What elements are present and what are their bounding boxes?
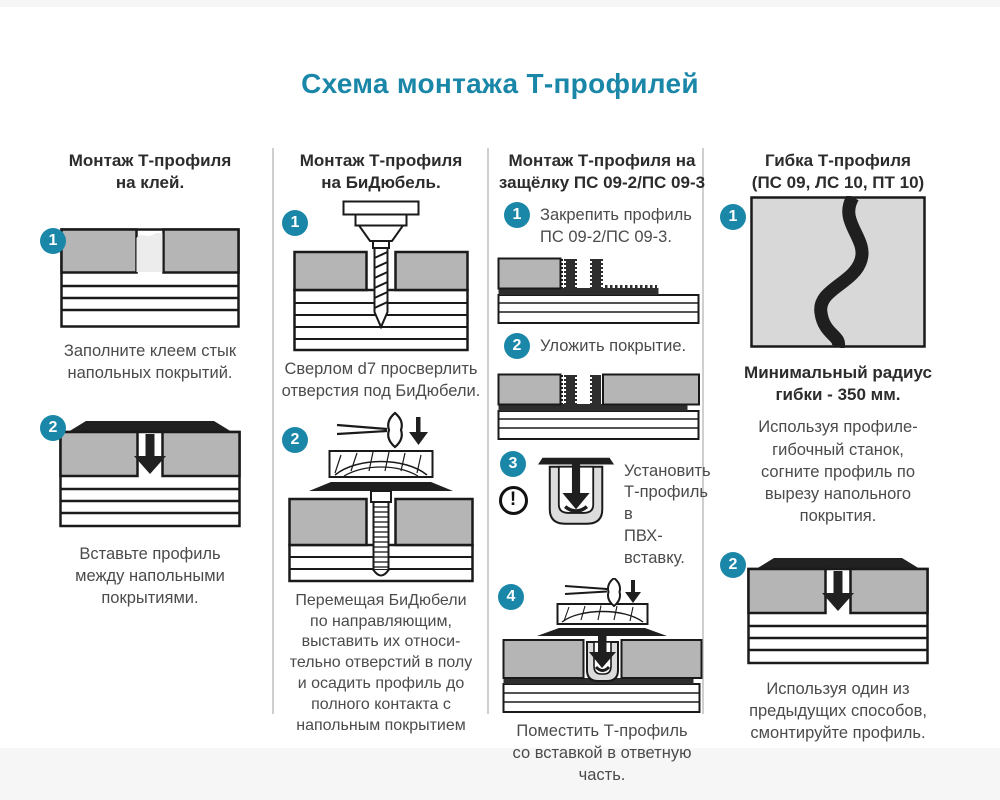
- column-glue-header: Монтаж Т-профиля на клей.: [68, 151, 232, 193]
- column-divider: [702, 148, 704, 714]
- step-badge-4: 4: [498, 583, 524, 610]
- drill-diagram: [293, 200, 469, 352]
- bend-step-2: 2: [706, 551, 970, 670]
- t-profile-cap: [538, 457, 615, 465]
- down-arrow-icon: [562, 492, 590, 510]
- down-arrow-icon: [409, 416, 428, 445]
- t-profile-cap: [309, 481, 453, 491]
- bidubel-step-1-caption: Сверлом d7 просверлить отверстия под БиД…: [281, 360, 481, 401]
- page-title: Схема монтажа Т-профилей: [301, 68, 699, 99]
- bend-instruction-note: Используя профиле- гибочный станок, согн…: [758, 418, 918, 526]
- column-latch-header: Монтаж Т-профиля на защёлку ПС 09-2/ПС 0…: [498, 151, 706, 193]
- glue-gap: [136, 233, 163, 273]
- bidubel-screw: [370, 489, 392, 577]
- glue-step-1-caption: Заполните клеем стык напольных покрытий.: [63, 342, 237, 383]
- column-bidubel-method: Монтаж Т-профиля на БиДюбель. 1: [276, 150, 486, 736]
- step-badge-1: 1: [504, 202, 530, 229]
- bidubel-step-2: 2: [276, 411, 486, 583]
- down-arrow-icon: [822, 592, 854, 611]
- bend-radius-note: Минимальный радиус гибки - 350 мм.: [744, 363, 932, 405]
- latch-step-4-caption: Поместить Т-профиль со вставкой в ответн…: [512, 721, 692, 785]
- profile-surface-gauge: [556, 602, 649, 625]
- bidubel-step-2-caption: Перемещая БиДюбели по направляющим, выст…: [289, 591, 473, 734]
- glue-step-2-caption: Вставьте профиль между напольными покрыт…: [75, 544, 225, 608]
- bidubel-step-1: 1: [276, 200, 486, 352]
- t-profile-cap: [68, 420, 232, 432]
- step-badge-1: 1: [282, 210, 308, 237]
- down-arrow-icon: [625, 579, 641, 603]
- step-badge-1: 1: [720, 204, 746, 231]
- drill-icon: [342, 200, 420, 330]
- bent-t-profile: [814, 196, 869, 349]
- bend-step-1: 1: [706, 196, 970, 349]
- step-badge-2: 2: [504, 332, 530, 359]
- latch-step-2: 2 Уложить покрытие.: [490, 332, 714, 359]
- profile-insert-diagram: [59, 420, 241, 527]
- latch-step-2-label: Уложить покрытие.: [540, 336, 687, 355]
- down-arrow-icon: [134, 455, 166, 474]
- step-badge-2: 2: [40, 414, 66, 441]
- profile-surface-gauge: [328, 449, 434, 478]
- down-arrow-icon: [589, 651, 616, 668]
- latch-covered-diagram: [497, 373, 700, 440]
- latch-step-4: 4: [490, 577, 714, 714]
- column-bend-header: Гибка Т-профиля (ПС 09, ЛС 10, ПТ 10): [751, 151, 925, 193]
- hammer-insert-diagram: [502, 577, 703, 713]
- exclamation-warning-icon: !: [498, 485, 528, 515]
- column-divider: [272, 148, 274, 714]
- step-badge-1: 1: [40, 228, 66, 255]
- step-badge-3: 3: [500, 450, 526, 477]
- column-divider: [487, 148, 489, 714]
- hammer-icon: [564, 577, 621, 607]
- column-glue-method: Монтаж Т-профиля на клей. 1 Заполните кл…: [30, 150, 270, 610]
- page-bottom-edge: [0, 748, 1000, 800]
- profile-insert-diagram: [747, 557, 929, 664]
- step-badge-2: 2: [720, 551, 746, 578]
- glue-joint-diagram: [60, 228, 240, 328]
- glue-step-1: 1: [30, 228, 270, 328]
- column-bend-method: Гибка Т-профиля (ПС 09, ЛС 10, ПТ 10) 1 …: [706, 150, 970, 745]
- bent-profile-diagram: [750, 196, 926, 349]
- latch-profile-diagram: [497, 257, 700, 324]
- bend-step-2-caption: Используя один из предыдущих способов, с…: [749, 679, 927, 743]
- hammer-icon: [336, 411, 403, 449]
- latch-step-3: 3 ! Установить Т-профиль в ПВХ-вставку.: [490, 450, 714, 570]
- t-profile-cap: [756, 557, 920, 569]
- latch-step-3-label: Установить Т-профиль в ПВХ-вставку.: [624, 461, 711, 567]
- column-latch-method: Монтаж Т-профиля на защёлку ПС 09-2/ПС 0…: [490, 150, 714, 786]
- latch-step-1: 1 Закрепить профиль ПС 09-2/ПС 09-3.: [490, 202, 714, 249]
- glue-step-2: 2: [30, 414, 270, 533]
- column-bidubel-header: Монтаж Т-профиля на БиДюбель.: [299, 151, 463, 193]
- pvc-insert-diagram: [538, 457, 615, 525]
- t-profile-cap: [537, 627, 667, 636]
- latch-step-1-label: Закрепить профиль ПС 09-2/ПС 09-3.: [540, 206, 692, 246]
- hammer-bidubel-diagram: [288, 411, 474, 582]
- step-badge-2: 2: [282, 426, 308, 453]
- page-top-edge: [0, 0, 1000, 7]
